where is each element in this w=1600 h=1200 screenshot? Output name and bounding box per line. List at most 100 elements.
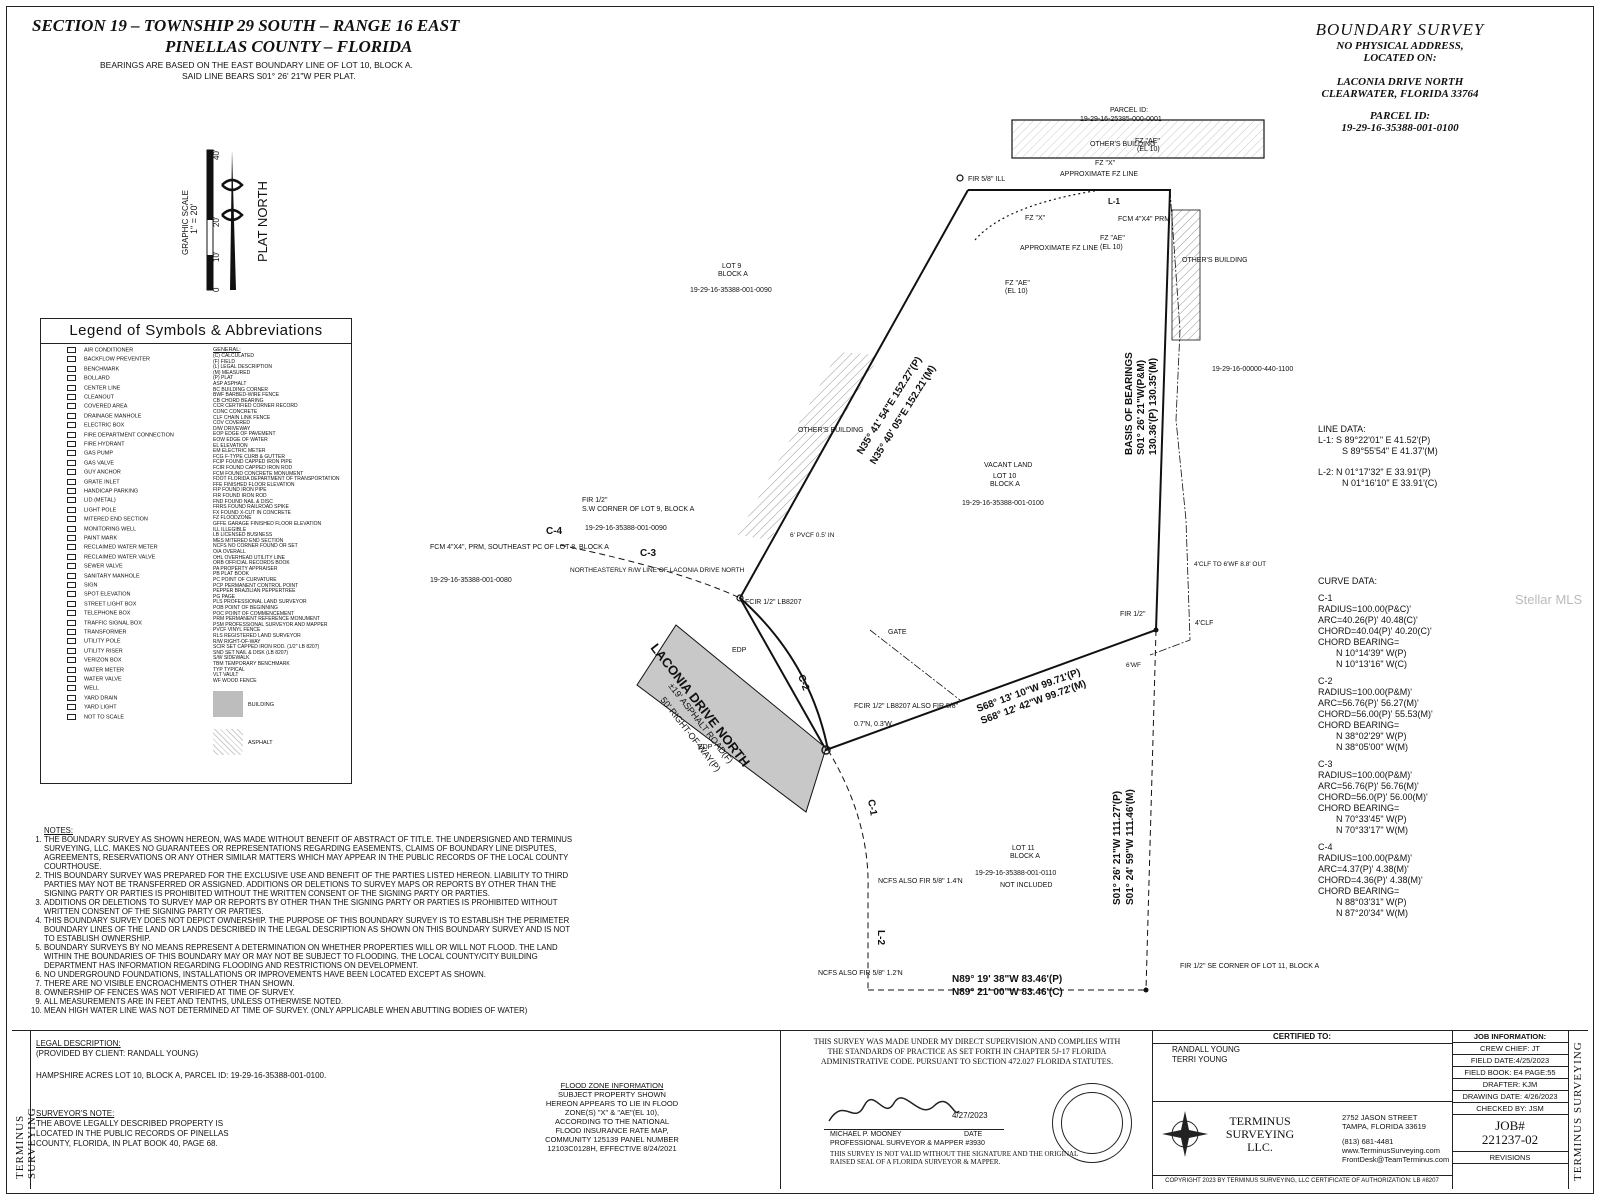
clf-label: 4'CLF [1195,620,1213,627]
legend-symbol-row: VERIZON BOX [67,657,122,664]
legend-abbr-row: PSM PROFESSIONAL SURVEYOR AND MAPPER [213,621,328,628]
c1-label: C-1 [865,799,879,817]
legend-symbol-row: PAINT MARK [67,535,117,541]
curve-line: CHORD=56.00(P)' 55.53(M)' [1318,709,1433,719]
note-item: THIS BOUNDARY SURVEY WAS PREPARED FOR TH… [44,871,580,898]
legend-abbr-row: FRRS FOUND RAILROAD SPIKE [213,504,289,511]
field-date: FIELD DATE:4/25/2023 [1452,1055,1568,1067]
legend-symbol-icon [67,469,76,476]
fir-58-label: FIR 5/8" ILL [968,176,1005,183]
legend-symbol-row: UTILITY POLE [67,638,121,645]
legend-symbol-label: SPOT ELEVATION [84,591,131,598]
website-link[interactable]: www.TerminusSurveying.com [1342,1146,1440,1155]
legend-symbol-icon [67,441,76,447]
legend-title: Legend of Symbols & Abbreviations [41,319,351,344]
gate-label: GATE [888,629,907,636]
legend-symbol-row: YARD LIGHT [67,704,117,711]
company-name-1: TERMINUS [1229,1114,1291,1128]
legend-abbr-row: ORB OFFICIAL RECORDS BOOK [213,560,290,567]
legend-symbol-row: GUY ANCHOR [67,469,121,476]
clf-wf-label: 4'CLF TO 6'WF 8.8' OUT [1194,561,1266,568]
legend-symbol-row: GAS VALVE [67,459,114,466]
curve-line: ARC=4.37(P)' 4.38(M)' [1318,864,1409,874]
fir-ill-icon [956,174,964,182]
legend-abbr-row: (P) PLAT [213,375,234,382]
fz-x-mid: FZ "X" [1025,215,1046,222]
legend-symbol-label: CENTER LINE [84,385,121,392]
scale-label: GRAPHIC SCALE [181,190,190,255]
ne-rw-label: NORTHEASTERLY R/W LINE OF LACONIA DRIVE … [570,567,745,574]
top-parcel-label: PARCEL ID: [1110,107,1148,114]
lot11-east-line [1145,629,1157,991]
legend-abbr-row: PRM PERMANENT REFERENCE MONUMENT [213,616,320,623]
east-parcel: 19-29-16-00000-440-1100 [1212,366,1293,373]
legend-abbr-row: VLT VAULT [213,672,239,679]
copyright: COPYRIGHT 2023 BY TERMINUS SURVEYING, LL… [1152,1175,1452,1184]
legend-symbol-icon [67,478,76,485]
legend-symbol-label: DRAINAGE MANHOLE [84,413,142,420]
legend-symbol-row: WATER VALVE [67,676,122,682]
scale-tick-10: 10' [212,251,221,262]
legend-symbol-label: UTILITY POLE [84,638,121,645]
legend-symbol-row: WELL [67,685,99,692]
legend-asphalt-swatch [213,729,243,755]
legend-abbr-row: (F) FIELD [213,358,235,365]
legend-symbol-label: MONITORING WELL [84,526,137,533]
gate-fence [869,629,961,701]
legend-symbol-icon [67,638,76,645]
curve-line: CHORD=40.04(P)' 40.20(C)' [1318,626,1432,636]
legend-symbol-icon [67,544,76,551]
legend-symbol-row: RECLAIMED WATER METER [67,544,158,551]
scale-ratio: 1" = 20' [189,204,199,234]
note-item: NO UNDERGROUND FOUNDATIONS, INSTALLATION… [44,970,580,979]
curve-line: CHORD BEARING= [1318,803,1400,813]
legend-abbr-row: PCP PERMANENT CONTROL POINT [213,582,299,589]
fcir-offset: 0.7'N, 0.3'W [854,721,892,728]
legend-symbol-icon [67,563,76,570]
compass-logo-icon [1162,1111,1208,1157]
legend-building-swatch [213,691,243,717]
legend-abbr-row: PG PAGE [213,593,236,600]
legend-abbr-row: FCG F-TYPE CURB & GUTTER [213,453,285,460]
legend-abbr-row: FCM FOUND CONCRETE MONUMENT [213,470,304,477]
legend-abbr-row: (L) LEGAL DESCRIPTION [213,364,272,371]
legend-symbol-icon [67,582,76,588]
legend-abbr-row: SCIR SET CAPPED IRON ROD. (1/2" LB 8207) [213,644,320,651]
legend-symbol-row: SIGN [67,582,97,588]
client-1: RANDALL YOUNG [1172,1045,1241,1054]
surveyor-name: MICHAEL P. MOONEY [830,1131,902,1138]
legend-symbol-icon [67,384,76,391]
note-item: OWNERSHIP OF FENCES WAS NOT VERIFIED AT … [44,988,580,997]
legend-symbol-row: SANITARY MANHOLE [67,572,140,579]
east-others-building: OTHER'S BUILDING [1182,257,1248,264]
lot10-label: LOT 10 [993,473,1016,480]
curve-line: RADIUS=100.00(P&C)' [1318,604,1412,614]
bearing-note-2: SAID LINE BEARS S01° 26' 21"W PER PLAT. [182,71,356,81]
curve-line: C-1 [1318,593,1333,603]
legend-symbol-icon [67,694,76,701]
legal-text: HAMPSHIRE ACRES LOT 10, BLOCK A, PARCEL … [36,1071,327,1080]
l1-label: L-1 [1108,197,1121,206]
legend-abbr-row: POC POINT OF COMMENCEMENT [213,610,295,617]
email-link[interactable]: FrontDesk@TeamTerminus.com [1342,1155,1450,1164]
legend-symbol-label: RECLAIMED WATER VALVE [84,554,156,561]
west-building [738,352,880,540]
legend-symbol-row: FIRE DEPARTMENT CONNECTION [67,431,174,438]
revisions: REVISIONS [1452,1152,1568,1164]
el10-mid: (EL 10) [1100,244,1123,251]
legend-symbol-icon [67,506,76,513]
curve-line: N 88°03'31" W(P) [1336,897,1407,907]
surveyor-signature-icon [824,1091,964,1131]
legend-symbol-label: FIRE HYDRANT [84,441,125,448]
legend-symbol-label: GUY ANCHOR [84,469,121,476]
legend-symbol-icon [67,422,76,429]
legend-symbol-label: TELEPHONE BOX [84,610,131,617]
note-item: ALL MEASUREMENTS ARE IN FEET AND TENTHS,… [44,997,580,1006]
address-1: 2752 JASON STREET [1342,1113,1418,1122]
legend-symbol-label: CLEANOUT [84,394,114,401]
fcm-prm-label: FCM 4"X4" PRM [1118,216,1170,223]
line-l1-measured: S 89°55'54" E 41.37'(M) [1342,446,1438,456]
legend-box: Legend of Symbols & Abbreviations AIR CO… [40,318,352,784]
legend-abbr-row: EOW EDGE OF WATER [213,437,268,443]
